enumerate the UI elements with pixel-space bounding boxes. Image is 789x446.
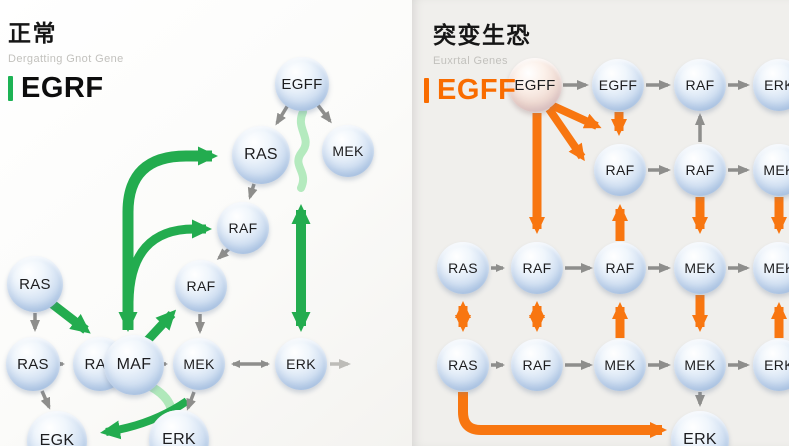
gray-arrow-egff-mek [315, 102, 332, 124]
orange-accent-bar [424, 78, 429, 103]
gray-arrow-ras-raf [247, 183, 258, 200]
orange-arrow-egff-diag2 [545, 106, 586, 162]
right-subtitle: Euxrtal Genes [433, 55, 508, 67]
green-feedback-curve-to-raf [124, 219, 212, 303]
pale-green-curve-maf-erk [136, 377, 176, 413]
orange-elbow-ras-erk [458, 392, 667, 438]
pale-green-curve-egff-erk [294, 108, 310, 192]
right-gene-row: EGFF [424, 74, 531, 107]
left-subtitle: Dergatting Gnot Gene [8, 53, 124, 65]
green-arrow-ras-to-maf [48, 299, 91, 334]
green-arrow-to-egk [100, 397, 190, 440]
right-title: 突变生恐 [433, 22, 531, 48]
left-gene-row: EGRF [8, 72, 124, 105]
green-arrow-maf-to-raf [142, 309, 177, 346]
gray-arrow-mek-erk2 [186, 391, 196, 411]
right-header: 突变生恐 Euxrtal Genes EGFF [424, 16, 531, 107]
left-title: 正常 [8, 20, 57, 46]
left-header: 正常 Dergatting Gnot Gene EGRF [8, 14, 124, 105]
gray-arrow-egff-ras [275, 104, 290, 126]
left-gene-label: EGRF [21, 72, 104, 104]
green-feedback-curve-to-ras [122, 146, 218, 330]
right-gene-label: EGFF [437, 74, 517, 106]
gray-arrow-raf-raf [216, 246, 232, 261]
green-accent-bar [8, 76, 13, 101]
gray-arrow-ras-egk [40, 390, 51, 410]
